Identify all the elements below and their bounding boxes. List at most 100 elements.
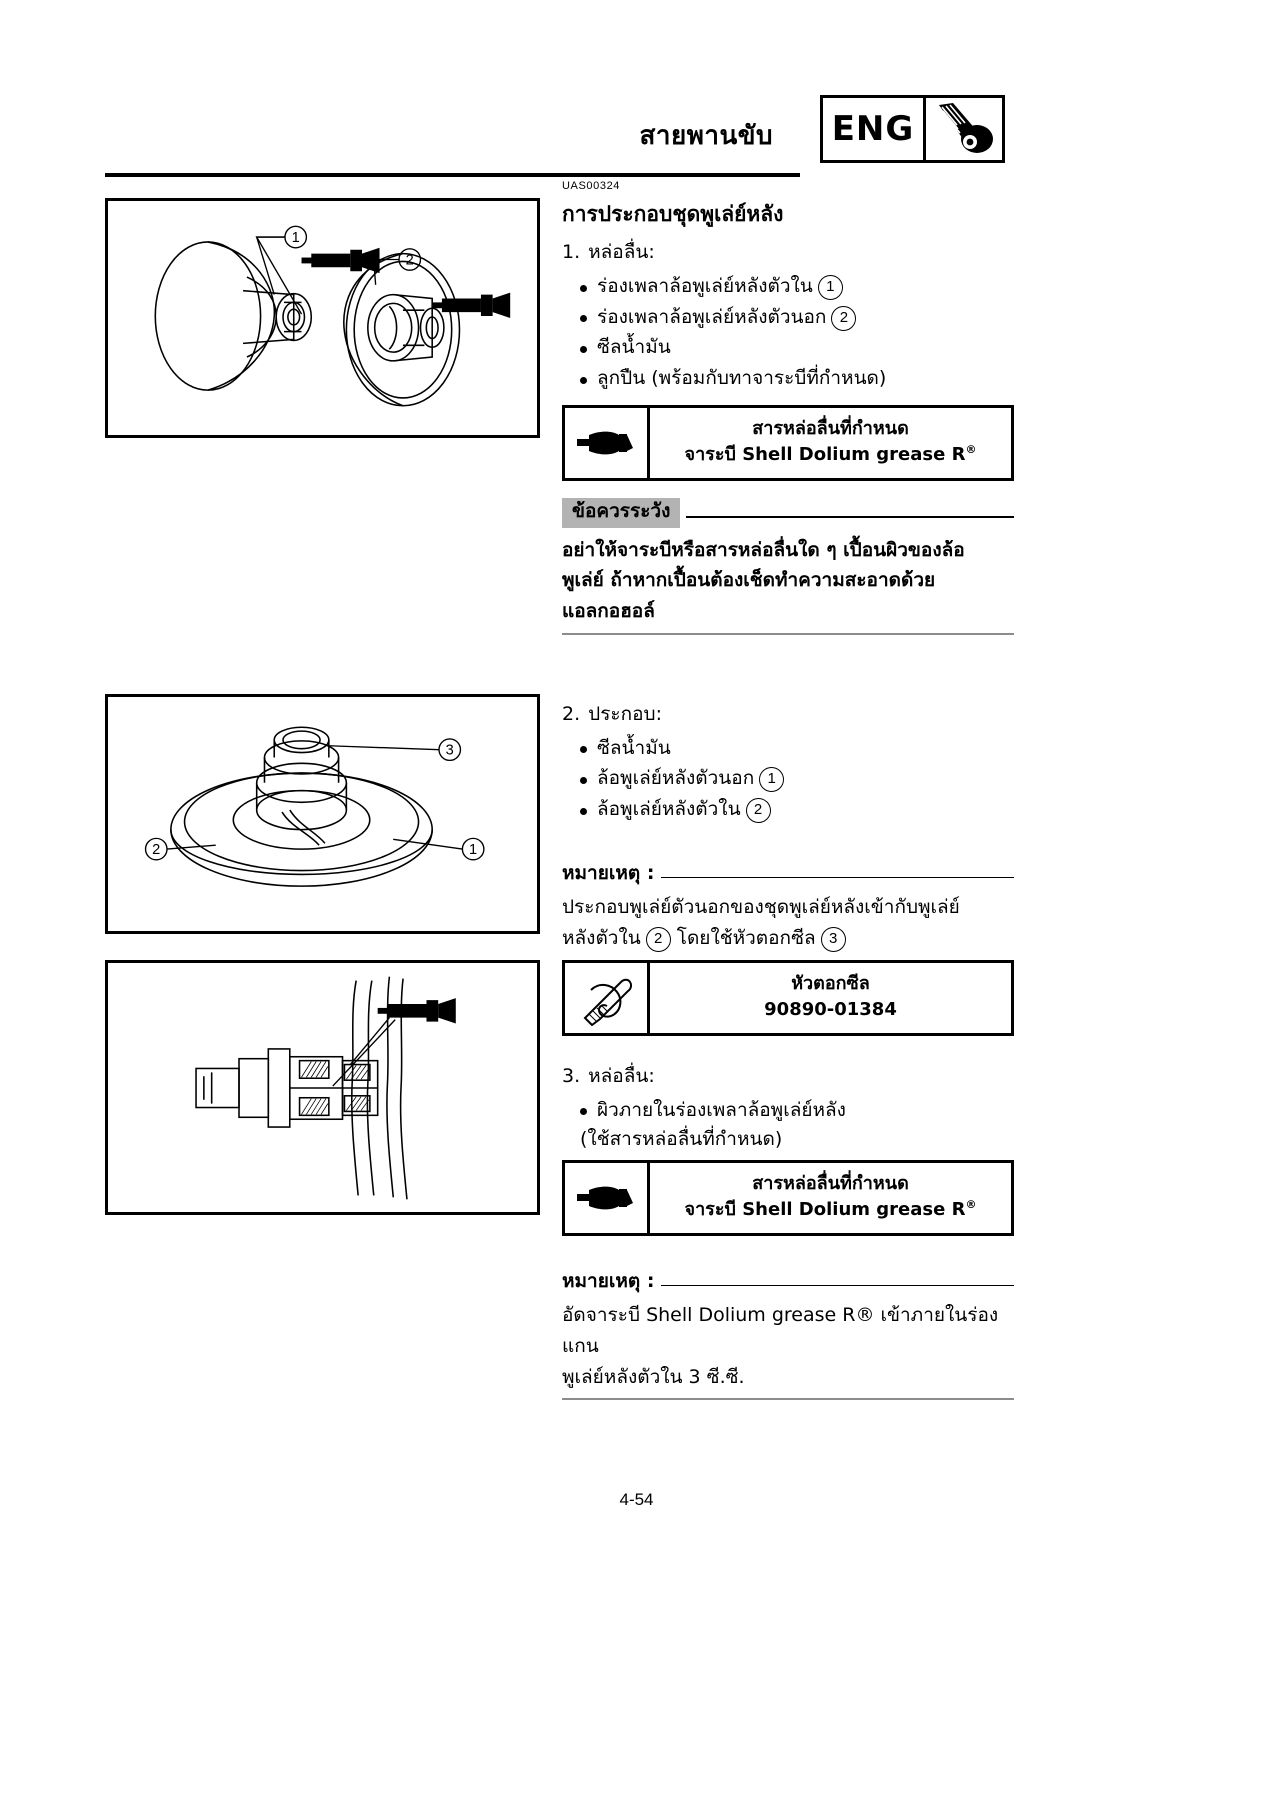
callout-2-label: 2: [406, 252, 414, 268]
step-1-number: 1.: [562, 241, 581, 264]
grease-gun-symbol-2: [432, 292, 511, 318]
grease-gun-icon: [565, 1163, 650, 1234]
grease-gun-symbol: [301, 247, 380, 274]
callout-1-label: 1: [292, 230, 300, 246]
bullet-text: ร่องเพลาล้อพูเล่ย์หลังตัวใน: [597, 274, 813, 297]
step-3-label: หล่อลื่น:: [588, 1065, 655, 1087]
registered-mark: ®: [855, 1304, 875, 1326]
step-1-heading: 1. หล่อลื่น:: [562, 238, 1014, 267]
grease-gun-icon: [565, 408, 650, 479]
registered-mark: ®: [965, 1198, 977, 1212]
piston-connecting-rod-icon: [923, 98, 1002, 160]
note2-prefix: อัดจาระบี: [562, 1304, 647, 1326]
note-tag: หมายเหตุ :: [562, 1270, 655, 1292]
specified-lubricant-label: สารหล่อลื่นที่กำหนด: [752, 418, 909, 439]
caution-divider: [686, 515, 1014, 518]
bullet-text: ล้อพูเล่ย์หลังตัวนอก: [597, 767, 755, 790]
note-line-2-a: หลังตัวใน: [562, 926, 641, 949]
callout-ref: 2: [831, 305, 857, 331]
note2-suffix: เข้าภายในร่องแกน: [562, 1304, 999, 1357]
specified-lubricant-box-1: สารหล่อลื่นที่กำหนด จาระบี Shell Dolium …: [562, 405, 1014, 482]
note-line-1: ประกอบพูเล่ย์ตัวนอกของชุดพูเล่ย์หลังเข้า…: [562, 896, 960, 918]
list-item: ลูกปืน (พร้อมกับทาจาระบีที่กำหนด): [580, 363, 1014, 394]
specified-lubricant-label: สารหล่อลื่นที่กำหนด: [752, 1173, 909, 1194]
note-body-1: ประกอบพูเล่ย์ตัวนอกของชุดพูเล่ย์หลังเข้า…: [562, 892, 1014, 954]
step-2-block: 2. ประกอบ: ซีลน้ำมัน ล้อพูเล่ย์หลังตัวนอ…: [562, 700, 1014, 825]
eng-badge-label: ENG: [831, 109, 915, 149]
note-tag: หมายเหตุ :: [562, 862, 655, 884]
page-title: สายพานขับ: [639, 121, 773, 151]
callout-2-label-fig2: 2: [152, 842, 160, 858]
caution-block: ข้อควรระวัง อย่าให้จาระบีหรือสารหล่อลื่น…: [562, 482, 1014, 635]
lubricant-product: Shell Dolium grease R: [742, 1199, 966, 1221]
step-2-number: 2.: [562, 703, 581, 725]
callout-ref: 3: [820, 926, 846, 952]
callout-3-label: 3: [446, 743, 454, 759]
step-3-number: 3.: [562, 1065, 581, 1087]
figure-secondary-sheave-cross-section: [105, 960, 540, 1215]
figure-secondary-sheave-exploded: 1 2: [105, 198, 540, 438]
note-line-1: อัดจาระบี Shell Dolium grease R® เข้าภาย…: [562, 1300, 1014, 1362]
lubricant-product: Shell Dolium grease R: [742, 444, 966, 466]
step-2-heading: 2. ประกอบ:: [562, 700, 1014, 729]
bullet-text: ลูกปืน (พร้อมกับทาจาระบีที่กำหนด): [597, 367, 887, 390]
bullet-text: ผิวภายในร่องเพลาล้อพูเล่ย์หลัง: [597, 1098, 846, 1121]
intro-block: UAS00324 การประกอบชุดพูเล่ย์หลัง 1. หล่อ…: [562, 180, 1014, 394]
note-block-2: หมายเหตุ : อัดจาระบี Shell Dolium grease…: [562, 1248, 1014, 1401]
figure-secondary-sheave-assembled: 3 1 2: [105, 694, 540, 934]
caution-line-2: พูเล่ย์ ถ้าหากเปื้อนต้องเช็ดทำความสะอาดด…: [562, 569, 936, 592]
header-divider: [105, 173, 800, 177]
step-3-bullet-sub: (ใช้สารหล่อลื่นที่กำหนด): [580, 1128, 783, 1151]
caution-line-3: แอลกอฮอล์: [562, 600, 655, 623]
note-body-2: อัดจาระบี Shell Dolium grease R® เข้าภาย…: [562, 1300, 1014, 1392]
list-item: ซีลน้ำมัน: [580, 733, 1014, 764]
step-1-label: หล่อลื่น:: [588, 241, 655, 264]
specified-lubricant-value: จาระบี Shell Dolium grease R®: [685, 442, 977, 468]
lubricant-prefix: จาระบี: [684, 444, 743, 466]
grease-gun-symbol-fig3: [377, 998, 456, 1024]
note-line-2-b: โดยใช้หัวตอกซีล: [676, 926, 816, 949]
bullet-text: ร่องเพลาล้อพูเล่ย์หลังตัวนอก: [597, 305, 827, 328]
callout-ref: 1: [817, 274, 843, 300]
caution-body: อย่าให้จาระบีหรือสารหล่อลื่นใด ๆ เปื้อนผ…: [562, 535, 1014, 627]
note-divider: [661, 1284, 1014, 1287]
note2-product: Shell Dolium grease R: [646, 1304, 856, 1326]
special-tool-name: หัวตอกซีล: [791, 973, 870, 994]
special-tool-box: หัวตอกซีล 90890-01384: [562, 960, 1014, 1037]
caution-tag: ข้อควรระวัง: [562, 498, 681, 528]
seal-driver-tool-icon: [565, 963, 650, 1034]
callout-ref: 1: [759, 767, 785, 793]
callout-3-circle: [438, 738, 462, 762]
callout-ref: 2: [645, 926, 671, 952]
note-block-1: หมายเหตุ : ประกอบพูเล่ย์ตัวนอกของชุดพูเล…: [562, 840, 1014, 962]
caution-line-1: อย่าให้จาระบีหรือสารหล่อลื่นใด ๆ เปื้อนผ…: [562, 538, 965, 561]
eng-section-badge: ENG: [820, 95, 1005, 163]
specified-lubricant-box-2: สารหล่อลื่นที่กำหนด จาระบี Shell Dolium …: [562, 1160, 1014, 1237]
bullet-text: ล้อพูเล่ย์หลังตัวใน: [597, 798, 741, 821]
note-divider: [661, 876, 1014, 879]
step-3-block: 3. หล่อลื่น: ผิวภายในร่องเพลาล้อพูเล่ย์ห…: [562, 1062, 1014, 1155]
page-number: 4-54: [619, 1490, 654, 1509]
special-tool-part-number: 90890-01384: [764, 999, 897, 1021]
callout-1-label-fig2: 1: [469, 842, 477, 858]
step-3-heading: 3. หล่อลื่น:: [562, 1062, 1014, 1091]
callout-ref: 2: [745, 798, 771, 824]
step-2-label: ประกอบ:: [588, 703, 662, 725]
page-header: สายพานขับ ENG: [105, 95, 1005, 177]
note-line-2: พูเล่ย์หลังตัวใน 3 ซี.ซี.: [562, 1365, 745, 1388]
caution-bottom-divider: [562, 632, 1014, 635]
bullet-text: ซีลน้ำมัน: [597, 736, 671, 759]
registered-mark: ®: [965, 443, 977, 457]
document-code: UAS00324: [562, 180, 621, 192]
list-item: ซีลน้ำมัน: [580, 332, 1014, 363]
lubricant-prefix: จาระบี: [684, 1199, 743, 1221]
specified-lubricant-value: จาระบี Shell Dolium grease R®: [685, 1197, 977, 1223]
